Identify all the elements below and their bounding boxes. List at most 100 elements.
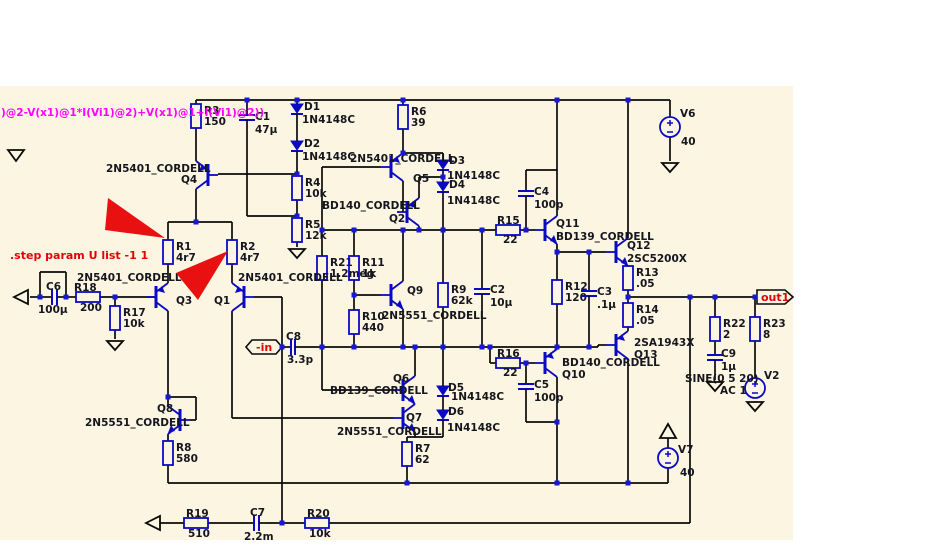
source-label-V6-1: 40	[681, 136, 696, 148]
resistor-val-R1: 4r7	[176, 252, 196, 264]
resistor-R21	[316, 255, 328, 281]
resistor-R12	[551, 279, 563, 305]
capacitor-val-C7: 2.2m	[244, 531, 274, 543]
junction-dot	[554, 480, 560, 486]
transistor-des-Q12: Q12	[627, 240, 651, 252]
resistor-des-R21: R21	[330, 257, 353, 269]
resistor-des-R15: R15	[497, 215, 520, 227]
capacitor-val-C8: 3.3p	[287, 354, 314, 366]
source-V7	[657, 447, 679, 469]
transistor-arrow-Q1	[235, 286, 242, 293]
junction-dot	[400, 344, 406, 350]
transistor-em-Q2	[406, 216, 420, 227]
transistor-des-Q9: Q9	[407, 285, 423, 297]
transistor-em-Q4	[195, 179, 209, 190]
transistor-model-Q3: 2N5401_CORDELL	[77, 272, 182, 284]
transistor-col-Q6	[402, 375, 416, 386]
capacitor-des-C2: C2	[490, 284, 505, 296]
transistor-em-Q3	[155, 301, 169, 312]
port-arrow-icon	[11, 288, 29, 306]
diode-type-D4: 1N4148C	[447, 195, 500, 207]
resistor-des-R16: R16	[497, 348, 520, 360]
resistor-val-R14: .05	[636, 315, 655, 327]
transistor-des-Q10: Q10	[562, 369, 586, 381]
resistor-val-R10: 440	[362, 322, 384, 334]
resistor-R16	[495, 357, 521, 369]
resistor-des-R22: R22	[723, 318, 746, 330]
transistor-arrow-Q8	[168, 425, 175, 433]
junction-dot	[554, 249, 560, 255]
diode-type-D5: 1N4148C	[451, 391, 504, 403]
resistor-val-R6: 39	[411, 117, 426, 129]
junction-dot	[279, 520, 285, 526]
red-pointer-arrow-2	[176, 251, 228, 300]
junction-dot	[625, 294, 631, 300]
capacitor-val-C4: 100p	[534, 199, 564, 211]
resistor-val-R9: 62k	[451, 295, 474, 307]
resistor-val-R7: 62	[415, 454, 430, 466]
transistor-model-Q5: 2N5401_CORDELL	[350, 153, 455, 165]
junction-dot	[752, 294, 758, 300]
capacitor-des-C3: C3	[597, 286, 612, 298]
junction-dot	[586, 344, 592, 350]
source-label-V6-0: V6	[680, 108, 695, 120]
junction-dot	[193, 219, 199, 225]
transistor-em-Q1	[231, 301, 245, 312]
resistor-des-R9: R9	[451, 284, 466, 296]
resistor-R1	[162, 239, 174, 265]
transistor-col-Q7	[402, 403, 416, 414]
ground-icon	[744, 401, 766, 413]
transistor-em-Q13	[615, 349, 629, 360]
resistor-des-R10: R10	[362, 311, 385, 323]
transistor-col-Q9	[390, 280, 404, 291]
junction-dot	[687, 294, 693, 300]
diode-des-D5: D5	[448, 382, 464, 394]
diode-type-D2: 1N4148C	[302, 151, 355, 163]
junction-dot	[625, 480, 631, 486]
transistor-arrow-Q3	[158, 286, 165, 293]
op-expression: )@2-V(x1)@1*I(Vi1)@2)+V(x1)@1+I(Vi1)@2))	[1, 107, 264, 119]
ground-icon	[659, 162, 681, 174]
junction-dot	[165, 394, 171, 400]
resistor-des-R3: R3	[204, 105, 219, 117]
transistor-model-Q12: 2SC5200X	[627, 253, 687, 265]
junction-dot	[440, 344, 446, 350]
port-arrow-icon	[143, 514, 161, 532]
resistor-val-R16: 22	[503, 367, 518, 379]
resistor-des-R1: R1	[176, 241, 191, 253]
resistor-R3	[190, 103, 202, 129]
capacitor-des-C8: C8	[286, 331, 301, 343]
resistor-val-R2: 4r7	[240, 252, 260, 264]
source-V2	[744, 377, 766, 399]
resistor-R15	[495, 224, 521, 236]
junction-dot	[404, 480, 410, 486]
transistor-des-Q5: Q5	[413, 173, 429, 185]
transistor-model-Q6: BD139_CORDELL	[330, 385, 428, 397]
diode-des-D2: D2	[304, 138, 320, 150]
source-label-V7-0: V7	[678, 444, 693, 456]
junction-dot	[400, 150, 406, 156]
transistor-em-Q10	[544, 367, 558, 378]
resistor-des-R8: R8	[176, 442, 191, 454]
capacitor-des-C5: C5	[534, 379, 549, 391]
resistor-val-R11: 1k	[362, 268, 377, 280]
resistor-val-R3: 150	[204, 116, 226, 128]
transistor-col-Q11	[544, 215, 558, 226]
transistor-des-Q1: Q1	[214, 295, 230, 307]
junction-dot	[554, 344, 560, 350]
junction-dot	[294, 97, 300, 103]
junction-dot	[712, 294, 718, 300]
junction-dot	[523, 227, 529, 233]
resistor-R9	[437, 282, 449, 308]
resistor-des-R4: R4	[305, 177, 320, 189]
resistor-R6	[397, 104, 409, 130]
resistor-R7	[401, 441, 413, 467]
port--in	[244, 339, 284, 355]
resistor-des-R20: R20	[307, 508, 330, 520]
transistor-col-Q12	[615, 237, 629, 248]
transistor-arrow-Q9	[396, 300, 403, 308]
transistor-model-Q4: 2N5401_CORDELL	[106, 163, 211, 175]
junction-dot	[625, 97, 631, 103]
junction-dot	[112, 294, 118, 300]
